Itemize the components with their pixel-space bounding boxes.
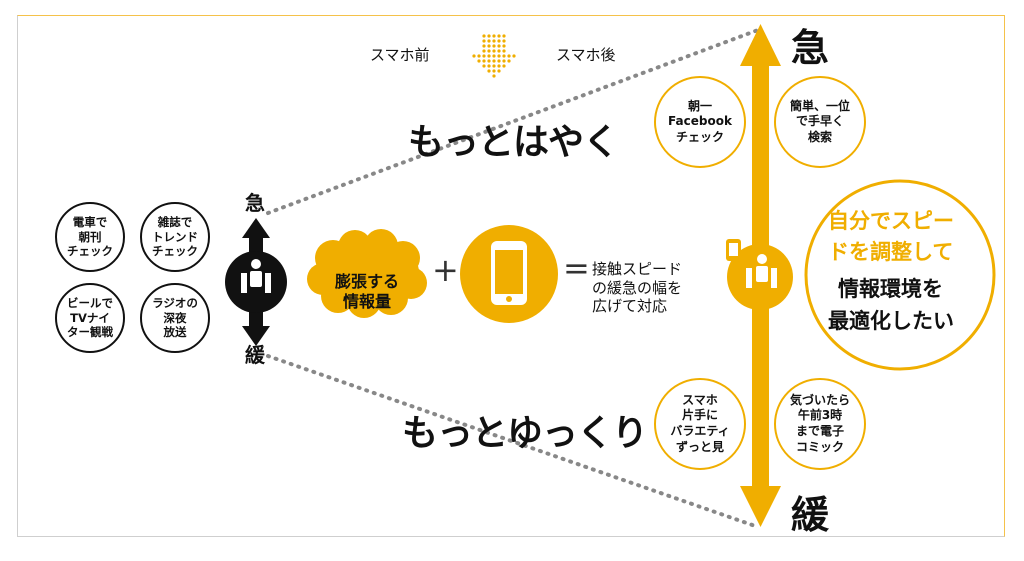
header-arrow-dot <box>492 49 496 53</box>
right-slow-label: 緩 <box>791 493 830 537</box>
left-slow-label: 緩 <box>245 343 265 367</box>
header-arrow-dot <box>497 59 501 63</box>
plus-sign: + <box>432 251 459 289</box>
left-activity-circle: ラジオの 深夜 放送 <box>140 283 210 353</box>
header-arrow-dot <box>492 64 496 68</box>
info-cloud-shape <box>307 229 427 318</box>
header-arrow-dot <box>492 69 496 73</box>
header-arrow-dot <box>487 34 491 38</box>
header-arrow-dot <box>482 59 486 63</box>
header-arrow-dot <box>487 69 491 73</box>
left-activity-circle: ビールで TVナイ ター観戦 <box>55 283 125 353</box>
header-arrow-dot <box>502 64 506 68</box>
bubble-line-1: 自分でスピー <box>828 209 954 233</box>
header-arrow-dot <box>497 64 501 68</box>
left-activity-circle: 電車で 朝刊 チェック <box>55 202 125 272</box>
equation-result-label: 接触スピード の緩急の幅を 広げて対応 <box>592 259 683 316</box>
header-arrow-dot <box>492 34 496 38</box>
header-arrow-dot <box>502 34 506 38</box>
header-arrow-dot <box>502 44 506 48</box>
phrase-slower: もっとゆっくり <box>402 413 648 454</box>
left-fast-label: 急 <box>245 191 265 215</box>
header-arrow-dot <box>497 49 501 53</box>
right-activity-circle: 朝一 Facebook チェック <box>654 76 746 168</box>
header-arrow-dot <box>507 54 511 58</box>
header-arrow-dot <box>487 49 491 53</box>
funnel-line-bottom <box>266 354 760 529</box>
right-person-icon <box>746 254 777 288</box>
left-activity-circle: 雑誌で トレンド チェック <box>140 202 210 272</box>
header-arrow-dot <box>492 39 496 43</box>
header-arrow-dot <box>507 59 511 63</box>
header-arrow-dot <box>502 49 506 53</box>
header-arrow-dot <box>492 59 496 63</box>
header-arrow-dot <box>497 34 501 38</box>
right-fast-label: 急 <box>791 26 830 70</box>
header-arrow-icon <box>472 34 516 78</box>
bubble-line-2: ドを調整して <box>828 240 954 264</box>
header-arrow-dot <box>502 39 506 43</box>
header-arrow-dot <box>482 64 486 68</box>
header-arrow-dot <box>502 54 506 58</box>
header-arrow-dot <box>482 54 486 58</box>
header-arrow-dot <box>477 54 481 58</box>
header-arrow-dot <box>497 69 501 73</box>
header-arrow-dot <box>487 39 491 43</box>
header-arrow-dot <box>482 39 486 43</box>
header-after-label: スマホ後 <box>556 46 616 64</box>
header-arrow-dot <box>482 44 486 48</box>
header-arrow-dot <box>492 54 496 58</box>
right-phone-icon <box>726 239 741 261</box>
header-arrow-dot <box>487 64 491 68</box>
header-arrow-dot <box>492 74 496 78</box>
header-arrow-dot <box>492 44 496 48</box>
bubble-line-4: 最適化したい <box>828 309 954 333</box>
speech-bubble-shape <box>804 179 996 371</box>
diagram-frame <box>17 15 1005 537</box>
phrase-faster: もっとはやく <box>408 122 619 163</box>
smartphone-icon <box>491 241 527 305</box>
header-arrow-dot <box>487 54 491 58</box>
right-activity-circle: スマホ 片手に バラエティ ずっと見 <box>654 378 746 470</box>
equals-sign: = <box>563 249 590 287</box>
header-arrow-dot <box>477 59 481 63</box>
header-arrow-dot <box>482 34 486 38</box>
header-arrow-dot <box>472 54 476 58</box>
header-arrow-dot <box>497 54 501 58</box>
header-before-label: スマホ前 <box>370 46 430 64</box>
header-arrow-dot <box>482 49 486 53</box>
header-arrow-dot <box>497 44 501 48</box>
bubble-line-3: 情報環境を <box>838 277 943 301</box>
header-arrow-dot <box>487 44 491 48</box>
header-arrow-dot <box>502 59 506 63</box>
right-activity-circle: 気づいたら 午前3時 まで電子 コミック <box>774 378 866 470</box>
header-arrow-dot <box>512 54 516 58</box>
header-arrow-dot <box>497 39 501 43</box>
funnel-line-top <box>266 28 760 215</box>
left-person-icon <box>241 259 271 293</box>
right-activity-circle: 簡単、一位 で手早く 検索 <box>774 76 866 168</box>
info-cloud-label: 膨張する 情報量 <box>334 272 399 311</box>
header-arrow-dot <box>487 59 491 63</box>
